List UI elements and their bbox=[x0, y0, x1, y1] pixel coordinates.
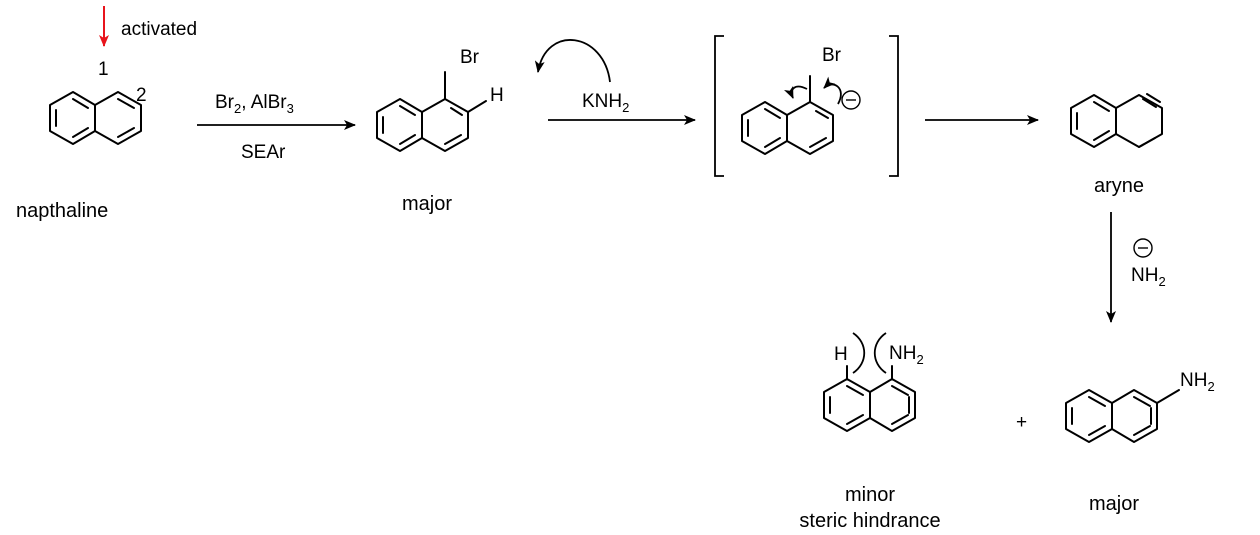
major-label: major bbox=[1089, 493, 1139, 515]
minor-reason: steric hindrance bbox=[799, 510, 940, 532]
aryl-anion-structure bbox=[741, 75, 834, 155]
naphthalene-structure bbox=[49, 91, 142, 145]
naphthalene-name: napthaline bbox=[16, 200, 108, 222]
major-label-intermediate: major bbox=[402, 193, 452, 215]
minor-product-structure bbox=[823, 365, 916, 432]
amide-charge bbox=[1133, 238, 1153, 258]
base-reagent: KNH2 bbox=[582, 91, 629, 115]
elimination-curved-arrow-1 bbox=[783, 85, 808, 99]
plus-sign: + bbox=[1016, 412, 1027, 433]
bromine-label: Br bbox=[460, 47, 480, 68]
position-2-label: 2 bbox=[136, 85, 147, 106]
mechanism-label: SEAr bbox=[241, 142, 286, 163]
aryne-structure bbox=[1070, 93, 1163, 148]
position-1-label: 1 bbox=[98, 59, 109, 80]
minor-amino-label: NH2 bbox=[889, 343, 924, 367]
anion-bromine-label: Br bbox=[822, 45, 842, 66]
peri-hydrogen-label: H bbox=[834, 344, 848, 365]
bracket-left bbox=[714, 35, 724, 177]
bromination-reagents: Br2, AlBr3 bbox=[215, 92, 294, 116]
proton-label: H bbox=[490, 85, 504, 106]
anion-charge bbox=[841, 90, 861, 110]
aryne-name: aryne bbox=[1094, 175, 1144, 197]
deprotonation-curved-arrow bbox=[534, 39, 611, 83]
steric-clash-arc-left bbox=[852, 332, 866, 374]
elimination-curved-arrow-2 bbox=[823, 76, 842, 105]
bracket-right bbox=[889, 35, 899, 177]
activation-label: activated bbox=[121, 19, 197, 40]
amide-reagent: NH2 bbox=[1131, 265, 1166, 289]
major-product-structure bbox=[1065, 389, 1180, 443]
bromonaphthalene-structure bbox=[376, 71, 487, 152]
minor-label: minor bbox=[845, 484, 895, 506]
major-amino-label: NH2 bbox=[1180, 370, 1215, 394]
steric-clash-arc-right bbox=[873, 332, 887, 374]
